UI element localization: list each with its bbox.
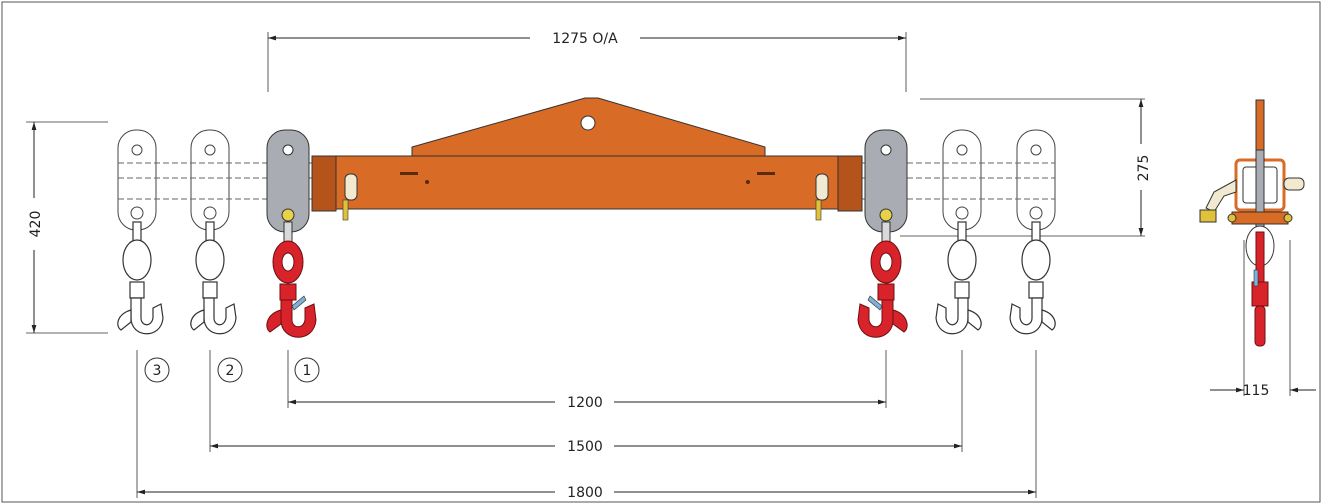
span-1200-label: 1200 (567, 395, 603, 411)
lug-right-active (864, 129, 908, 233)
ghost-telescopic-tube-left (118, 162, 312, 200)
dimension-span-1500: 1500 (209, 350, 963, 455)
ghost-lug-right-3 (1016, 129, 1056, 231)
ghost-hook-right-3 (1009, 221, 1056, 335)
svg-text:1: 1 (303, 363, 312, 379)
svg-text:2: 2 (226, 363, 235, 379)
ghost-lug-right-2 (942, 129, 982, 231)
position-marker-2: 2 (217, 357, 243, 383)
position-marker-1: 1 (294, 357, 320, 383)
span-1500-label: 1500 (567, 439, 603, 455)
hook-right-active (857, 221, 908, 338)
position-marker-3: 3 (144, 357, 170, 383)
hook-height-label: 420 (28, 211, 44, 238)
beam-height-label: 275 (1136, 155, 1152, 182)
ghost-hook-left-2 (190, 221, 237, 335)
hook-left-active (266, 221, 317, 338)
dimension-beam-height: 275 (900, 98, 1152, 237)
dimension-span-1800: 1800 (136, 350, 1037, 501)
span-1800-label: 1800 (567, 485, 603, 501)
ghost-hook-right-2 (935, 221, 982, 335)
side-width-label: 115 (1243, 383, 1270, 399)
ghost-lug-left-2 (190, 129, 230, 231)
side-view: 115 (1199, 99, 1316, 399)
spreader-beam (311, 97, 863, 221)
lug-left-active (266, 129, 310, 233)
dimension-span-1200: 1200 (287, 350, 887, 411)
dimension-hook-height: 420 (26, 121, 108, 334)
ghost-lug-left-3 (117, 129, 157, 231)
svg-text:3: 3 (153, 363, 162, 379)
overall-length-label: 1275 O/A (552, 31, 618, 47)
ghost-hook-left-3 (117, 221, 164, 335)
dimension-overall-length: 1275 O/A (267, 31, 907, 92)
